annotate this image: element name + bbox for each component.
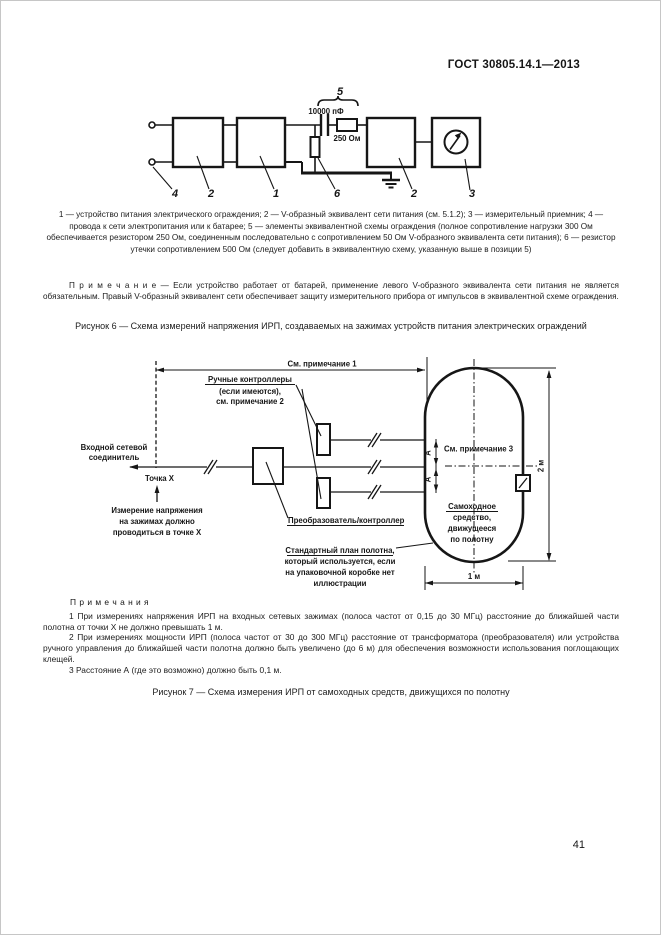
hand-controller-upper <box>316 423 331 456</box>
figure7-caption: Рисунок 7 — Схема измерения ИРП от самох… <box>152 687 510 697</box>
capacitor-icon <box>319 114 330 136</box>
dim-a-lower-label: А <box>424 476 433 482</box>
callout-1: 1 <box>273 188 279 200</box>
document-header: ГОСТ 30805.14.1—2013 <box>447 59 580 71</box>
dimension-a: А А См. примечание 3 <box>424 439 514 493</box>
standard-plan-label: Стандартный план полотна, который исполь… <box>285 546 396 588</box>
measurement-note-line2: на зажимах должно <box>119 517 195 526</box>
ground-symbol-icon <box>382 173 400 189</box>
mains-feed-line <box>129 459 443 475</box>
self-propelled-line3: движущееся <box>448 524 496 533</box>
standard-plan-line3: на упаковочной коробке нет <box>285 568 395 577</box>
callout-leader-lines <box>152 155 471 191</box>
dim-2m-label: 2 м <box>537 460 546 473</box>
figure7-note-3: 3 Расстояние А (где это возможно) должно… <box>69 664 282 675</box>
figure7-notes-title: П р и м е ч а н и я <box>70 597 150 607</box>
self-propelled-line2: средство, <box>453 513 491 522</box>
dimension-2m: 2 м <box>480 367 556 562</box>
terminal-bottom <box>148 158 156 166</box>
figure6-note: П р и м е ч а н и е — Если устройство ра… <box>43 281 619 301</box>
callout-4: 4 <box>171 188 178 200</box>
point-x-label: Точка X <box>145 474 175 483</box>
standard-plan-line2: который используется, если <box>285 557 396 566</box>
figure6-circuit-diagram: 5 10000 пФ 250 Ом 4 2 1 6 2 3 <box>148 86 482 200</box>
top-dimension: См. примечание 1 <box>156 357 428 414</box>
resistor-value-label: 250 Ом <box>333 134 360 143</box>
callout-5: 5 <box>337 86 344 98</box>
callout-2-right: 2 <box>410 188 417 200</box>
see-note-1-label: См. примечание 1 <box>287 360 357 369</box>
dim-a-upper-label: А <box>424 450 433 456</box>
brace-group-5 <box>317 95 359 107</box>
self-propelled-device: Самоходное средство, движущееся по полот… <box>446 474 531 544</box>
input-connector-line1: Входной сетевой <box>81 443 148 452</box>
dimension-1m: 1 м <box>424 566 524 590</box>
series-resistor-icon <box>336 118 358 132</box>
page-number: 41 <box>572 839 585 851</box>
measurement-note-line1: Измерение напряжения <box>111 506 202 515</box>
self-propelled-line1: Самоходное <box>448 502 497 511</box>
hand-controllers-label: Ручные контроллеры (если имеются), см. п… <box>205 375 295 406</box>
hand-controller-lower <box>316 477 331 509</box>
see-note-3-label: См. примечание 3 <box>444 445 514 454</box>
figure7-note-1: 1 При измерениях напряжения ИРП на входн… <box>43 611 619 632</box>
figure6-legend: 1 — устройство питания электрического ог… <box>46 210 616 254</box>
callout-3: 3 <box>469 188 475 200</box>
circuit-wires <box>148 121 432 175</box>
standard-plan-line1: Стандартный план полотна, <box>285 546 394 555</box>
measurement-note-line3: проводиться в точке X <box>113 528 202 537</box>
block-mains-equivalent-right <box>365 116 417 169</box>
hand-controllers-line1: Ручные контроллеры <box>208 375 292 384</box>
converter-label: Преобразователь/контроллер <box>287 516 405 526</box>
figure7-layout-diagram: См. примечание 1 <box>81 357 556 590</box>
figure7-note-2: 2 При измерениях мощности ИРП (полоса ча… <box>43 632 619 664</box>
meter-icon <box>443 129 469 155</box>
figure6-caption: Рисунок 6 — Схема измерений напряжения И… <box>75 321 587 331</box>
converter-label-text: Преобразователь/контроллер <box>288 516 405 525</box>
standard-plan-line4: иллюстрации <box>314 579 367 588</box>
hand-controllers-line3: см. примечание 2 <box>216 397 284 406</box>
measurement-note-label: Измерение напряжения на зажимах должно п… <box>111 485 203 537</box>
dim-1m-label: 1 м <box>468 572 481 581</box>
terminal-top <box>148 121 156 129</box>
figure7-notes: 1 При измерениях напряжения ИРП на входн… <box>43 611 619 675</box>
leakage-resistor-icon <box>309 136 321 158</box>
callout-2-left: 2 <box>207 188 214 200</box>
input-connector-label: Входной сетевой соединитель <box>81 443 148 462</box>
callout-6: 6 <box>334 188 341 200</box>
self-propelled-line4: по полотну <box>450 535 494 544</box>
callout-numbers: 4 2 1 6 2 3 <box>171 188 475 200</box>
hand-controllers-line2: (если имеются), <box>219 387 281 396</box>
capacitor-value-label: 10000 пФ <box>308 107 344 116</box>
input-connector-line2: соединитель <box>89 453 140 462</box>
